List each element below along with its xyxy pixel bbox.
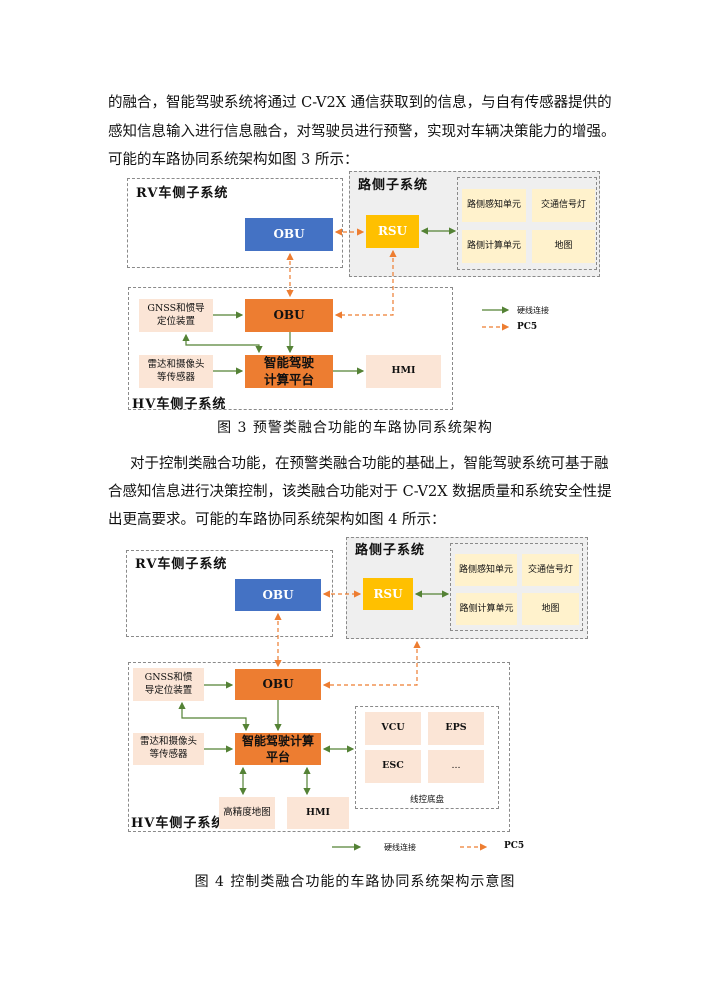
road-unit: 路侧计算单元 [462,230,526,263]
chassis-label: 线控底盘 [409,795,444,805]
chassis-unit: EPS [428,712,484,745]
road-units-group [450,543,583,631]
legend-wired: 硬线连接 [517,306,549,315]
hv-subsystem-box [128,662,510,832]
hv-obu: OBU [245,299,333,332]
hmi-box: HMI [366,355,441,388]
paragraph-line: 合感知信息进行决策控制，该类融合功能对于 C-V2X 数据质量和系统安全性提 [108,484,612,500]
gnss-box: GNSS和惯导定位装置 [133,668,204,701]
paragraph-line: 出更高要求。可能的车路协同系统架构如图 4 所示： [108,512,446,528]
road-units-group [457,177,597,270]
road-unit: 路侧感知单元 [462,189,526,222]
paragraph-line: 感知信息输入进行信息融合，对驾驶员进行预警，实现对车辆决策能力的增强。 [108,124,616,140]
road-title: 路侧子系统 [355,543,426,558]
chassis-unit: VCU [365,712,421,745]
chassis-group [355,706,499,809]
legend-pc5: PC5 [504,841,525,851]
paragraph-line: 对于控制类融合功能，在预警类融合功能的基础上，智能驾驶系统可基于融 [130,456,609,472]
chassis-unit: ... [428,750,484,783]
figure-3-caption: 图 3 预警类融合功能的车路协同系统架构 [217,420,493,436]
chassis-unit: ESC [365,750,421,783]
hv-title: HV车侧子系统 [131,816,226,831]
road-unit: 路侧计算单元 [456,593,517,625]
road-unit: 交通信号灯 [522,554,579,586]
hd-map-box: 高精度地图 [219,797,275,829]
platform-box: 智能驾驶计算平台 [245,355,333,388]
rv-title: RV车侧子系统 [136,186,229,201]
road-title: 路侧子系统 [358,178,429,193]
rv-obu: OBU [235,579,321,611]
paragraph-line: 可能的车路协同系统架构如图 3 所示： [108,152,359,168]
radar-box: 雷达和摄像头等传感器 [133,733,204,765]
rv-obu: OBU [245,218,333,251]
hv-title: HV车侧子系统 [132,397,227,412]
paragraph-line: 的融合，智能驾驶系统将通过 C-V2X 通信获取到的信息，与自有传感器提供的 [108,95,612,111]
road-unit: 地图 [532,230,595,263]
radar-box: 雷达和摄像头等传感器 [139,355,213,388]
figure-4-caption: 图 4 控制类融合功能的车路协同系统架构示意图 [194,874,516,890]
hv-obu: OBU [235,669,321,700]
gnss-box: GNSS和惯导定位装置 [139,299,213,332]
legend-pc5: PC5 [517,322,538,332]
rv-title: RV车侧子系统 [135,557,228,572]
road-unit: 路侧感知单元 [455,554,517,586]
rv-subsystem-box [127,178,343,268]
hmi-box: HMI [287,797,349,829]
platform-box: 智能驾驶计算平台 [235,733,321,765]
road-unit: 交通信号灯 [532,189,595,222]
road-unit: 地图 [522,593,579,625]
rsu: RSU [366,215,419,248]
rsu: RSU [363,578,413,610]
legend-wired: 硬线连接 [384,843,416,852]
